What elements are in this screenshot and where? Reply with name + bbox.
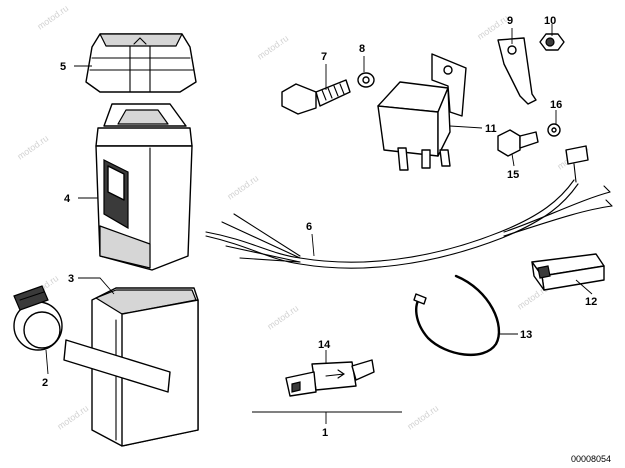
- watermark: motod.ru: [405, 403, 440, 432]
- label-9: 9: [507, 15, 513, 27]
- connector-housing: [531, 253, 605, 291]
- label-11: 11: [485, 123, 497, 135]
- spring-ring: [413, 274, 501, 357]
- watermark: motod.ru: [55, 403, 90, 432]
- watermark: motod.ru: [265, 303, 300, 332]
- label-3: 3: [68, 273, 74, 285]
- screw: [281, 79, 351, 115]
- watermark: motod.ru: [15, 133, 50, 162]
- label-13: 13: [520, 329, 532, 341]
- label-6: 6: [306, 221, 312, 233]
- catalog-code: 00008054: [571, 454, 611, 464]
- part-labels: 5 4 3 2 6 7 8 9 10 11 15 16 12 13 14 1: [42, 15, 597, 439]
- mounting-bracket: [497, 37, 537, 105]
- hose-clamp: [13, 285, 63, 351]
- watermark: motod.ru: [225, 173, 260, 202]
- label-15: 15: [507, 169, 519, 181]
- lock-washer: [547, 123, 561, 137]
- washer: [357, 72, 375, 88]
- watermark: motod.ru: [35, 3, 70, 32]
- wiring-harness: [205, 145, 613, 269]
- label-5: 5: [60, 61, 66, 73]
- nut: [539, 33, 565, 51]
- relay: [377, 53, 467, 171]
- switch-housing: [63, 287, 199, 447]
- label-7: 7: [321, 51, 327, 63]
- leader-lines: [45, 24, 593, 424]
- label-16: 16: [550, 99, 562, 111]
- inline-fuse-holder: [285, 359, 375, 397]
- rocker-switch: [95, 103, 193, 271]
- label-12: 12: [585, 296, 597, 308]
- label-8: 8: [359, 43, 365, 55]
- rubber-cap: [85, 33, 197, 93]
- label-2: 2: [42, 377, 48, 389]
- watermark: motod.ru: [475, 13, 510, 42]
- label-14: 14: [318, 339, 331, 351]
- label-10: 10: [544, 15, 556, 27]
- watermark: motod.ru: [255, 33, 290, 62]
- label-4: 4: [64, 193, 71, 205]
- label-1: 1: [322, 427, 328, 439]
- small-bolt: [497, 129, 539, 157]
